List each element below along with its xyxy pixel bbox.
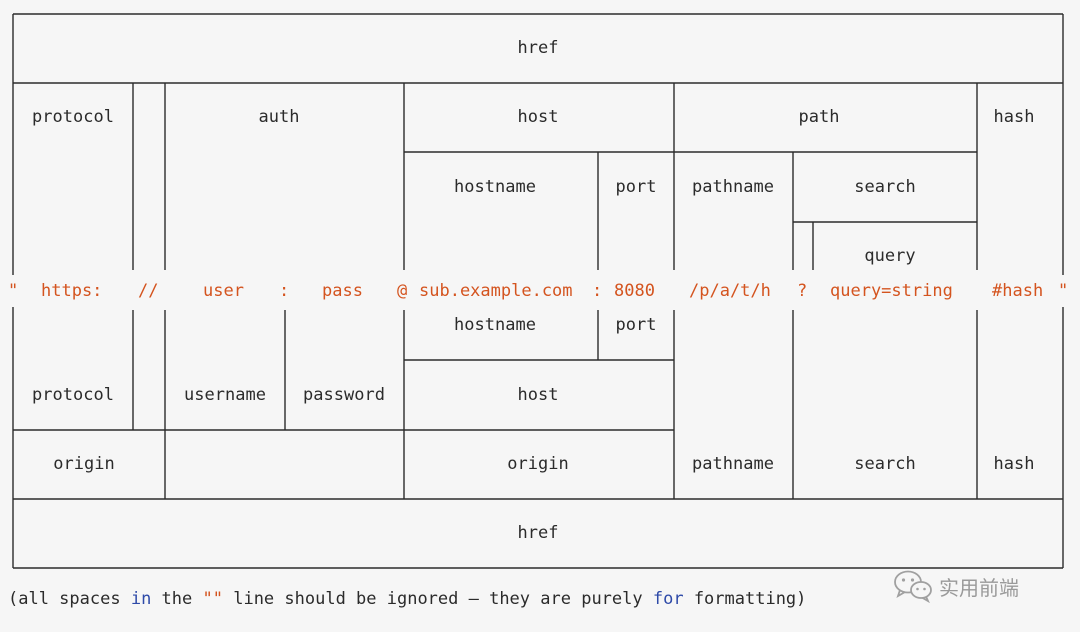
url-query: query=string bbox=[830, 281, 953, 301]
pathname-label: pathname bbox=[692, 177, 774, 197]
path-label: path bbox=[799, 107, 840, 127]
note-quotes: "" bbox=[202, 589, 223, 609]
watermark: 实用前端 bbox=[893, 566, 1019, 606]
url-pathname: /p/a/t/h bbox=[689, 281, 771, 301]
url-example: " https: // user : pass @ sub.example.co… bbox=[8, 281, 1068, 301]
url-port-colon: : bbox=[592, 281, 602, 301]
href-title: href bbox=[518, 38, 559, 58]
note-text-4: formatting) bbox=[683, 589, 807, 609]
query-label: query bbox=[864, 246, 915, 266]
username-label: username bbox=[184, 385, 266, 405]
note-text-3: line should be ignored — they are purely bbox=[222, 589, 653, 609]
watermark-text: 实用前端 bbox=[939, 575, 1019, 600]
url-colon: : bbox=[279, 281, 289, 301]
port-label: port bbox=[616, 177, 657, 197]
url-at: @ bbox=[397, 281, 407, 301]
href-footer-title: href bbox=[518, 523, 559, 543]
wechat-icon bbox=[894, 570, 932, 603]
lower-protocol-label: protocol bbox=[32, 385, 114, 405]
password-label: password bbox=[303, 385, 385, 405]
protocol-label: protocol bbox=[32, 107, 114, 127]
url-port: 8080 bbox=[614, 281, 655, 301]
search-label: search bbox=[854, 177, 915, 197]
url-open-quote: " bbox=[8, 281, 18, 301]
hostname-label: hostname bbox=[454, 177, 536, 197]
url-protocol: https: bbox=[41, 281, 102, 301]
url-user: user bbox=[203, 281, 244, 301]
url-pass: pass bbox=[322, 281, 363, 301]
url-hash: #hash bbox=[992, 281, 1043, 301]
note-keyword-in: in bbox=[130, 589, 152, 609]
lower-host-label: host bbox=[518, 385, 559, 405]
note-text-2: the bbox=[151, 589, 203, 609]
lower-pathname-label: pathname bbox=[692, 454, 774, 474]
url-hostname: sub.example.com bbox=[419, 281, 573, 301]
horizontal-rules bbox=[13, 13, 1063, 569]
url-structure-diagram: href protocol auth host path hash hostna… bbox=[8, 13, 1068, 569]
note-text-1: (all spaces bbox=[8, 589, 131, 609]
hash-label: hash bbox=[994, 107, 1035, 127]
lower-hash-label: hash bbox=[994, 454, 1035, 474]
url-close-quote: " bbox=[1058, 281, 1068, 301]
url-slashes: // bbox=[138, 281, 158, 301]
note-keyword-for: for bbox=[652, 589, 684, 609]
origin-host-label: origin bbox=[507, 454, 568, 474]
lower-hostname-label: hostname bbox=[454, 315, 536, 335]
origin-left-label: origin bbox=[53, 454, 114, 474]
host-label: host bbox=[518, 107, 559, 127]
formatting-note: (all spaces in the "" line should be ign… bbox=[8, 589, 806, 609]
vertical-rules bbox=[12, 14, 1064, 568]
auth-label: auth bbox=[259, 107, 300, 127]
lower-port-label: port bbox=[616, 315, 657, 335]
lower-search-label: search bbox=[854, 454, 915, 474]
url-question: ? bbox=[797, 281, 807, 301]
